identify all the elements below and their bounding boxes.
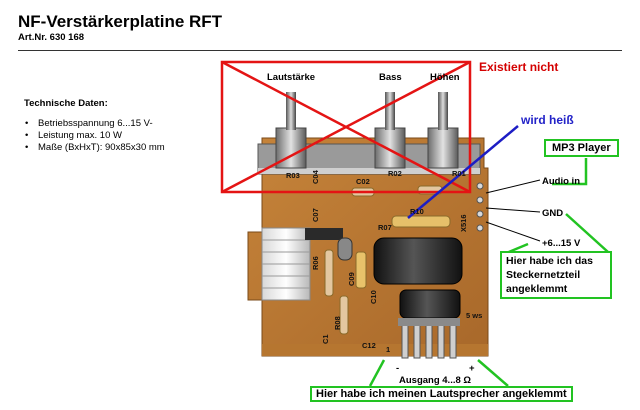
volume-label: Lautstärke	[267, 72, 316, 83]
volume-shaft	[286, 92, 296, 130]
speaker-note-box: Hier habe ich meinen Lautsprecher angekl…	[310, 386, 573, 402]
mp3-connector	[552, 158, 588, 186]
voltage-line	[485, 221, 541, 242]
hot-arrow	[407, 125, 519, 219]
label-c09: C09	[347, 272, 356, 286]
label-r10: R10	[410, 207, 424, 216]
power-supply-note-box: Hier habe ich das Steckernetzteil angekl…	[500, 251, 612, 299]
not-existing-box	[220, 60, 472, 194]
resistor-r10	[391, 215, 451, 228]
electrolytic-cap-lower	[399, 289, 461, 319]
spec-dimensions: Maße (BxHxT): 90x85x30 mm	[24, 142, 165, 154]
label-r02: R02	[388, 169, 402, 178]
capacitor-c09	[355, 251, 367, 289]
gnd-line	[485, 207, 541, 213]
label-r03: R03	[286, 171, 300, 180]
article-number: Art.Nr. 630 168	[18, 32, 85, 43]
not-existing-cross-b	[221, 60, 471, 194]
label-x516: X516	[459, 214, 468, 232]
bass-pot-body	[374, 127, 406, 169]
output-label: Ausgang 4...8 Ω	[399, 375, 472, 386]
not-existing-note: Existiert nicht	[479, 60, 559, 74]
mp3-player-box: MP3 Player	[544, 139, 619, 157]
treble-shaft	[438, 92, 448, 130]
label-c02: C02	[356, 177, 370, 186]
label-r06: R06	[311, 256, 320, 270]
gnd-label: GND	[542, 208, 564, 219]
header-divider	[18, 50, 622, 51]
voltage-label: +6...15 V	[542, 238, 581, 249]
specs-heading: Technische Daten:	[24, 98, 108, 109]
output-minus-label: -	[396, 363, 400, 374]
gets-hot-note: wird heiß	[521, 113, 574, 127]
label-ws: 5 ws	[466, 311, 482, 320]
electrolytic-cap-large	[373, 237, 463, 285]
resistor-r08	[339, 295, 349, 335]
pot-bracket-strip	[258, 168, 480, 174]
label-c12: C12	[362, 341, 376, 350]
label-pin1: 1	[386, 345, 390, 354]
treble-pot-body	[427, 127, 459, 169]
label-r01: R01	[452, 169, 466, 178]
speaker-minus-connector	[368, 359, 386, 387]
heatsink-fins	[262, 239, 310, 289]
specs-list: Betriebsspannung 6...15 V- Leistung max.…	[24, 118, 165, 154]
page-title: NF-Verstärkerplatine RFT	[18, 12, 223, 31]
label-r08: R08	[333, 316, 342, 330]
spec-power: Leistung max. 10 W	[24, 130, 165, 142]
label-c07: C07	[311, 208, 320, 222]
ic-chip	[305, 228, 343, 240]
capacitor-small	[337, 237, 353, 261]
speaker-plus-connector	[477, 359, 509, 387]
label-c10: C10	[369, 290, 378, 304]
treble-label: Höhen	[430, 72, 460, 83]
audio-in-label: Audio in	[542, 176, 580, 187]
bass-shaft	[385, 92, 395, 130]
label-r07: R07	[378, 223, 392, 232]
resistor-vertical	[324, 249, 334, 297]
input-pins	[476, 182, 484, 232]
label-c1: C1	[321, 334, 330, 344]
output-plus-label: +	[469, 363, 475, 374]
audio-in-line	[485, 179, 541, 194]
terminal-block	[398, 318, 460, 326]
bass-label: Bass	[379, 72, 402, 83]
spec-voltage: Betriebsspannung 6...15 V-	[24, 118, 165, 130]
label-c04: C04	[311, 169, 320, 184]
gnd-connector	[565, 213, 609, 253]
